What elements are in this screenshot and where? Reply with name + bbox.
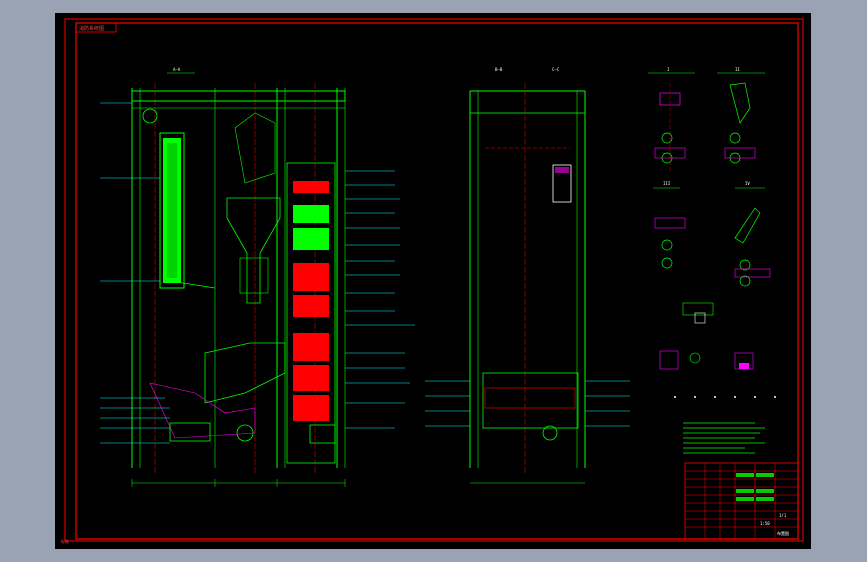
corner-tag: 标准 [61,538,69,544]
side-elevation-view: B—B C—C [425,67,630,484]
view-title-a: A—A [173,67,181,72]
title-block-scale: 1:50 [760,521,770,526]
economizer-bank [293,228,329,250]
boiler-general-arrangement-drawing: 消防系统图 标准 A—A [61,18,804,544]
detail-label-1: I [667,67,670,72]
view-title-c: C—C [552,67,560,72]
title-block-drawing-number: 布置图 [777,530,789,536]
air-preheater-bank-1 [293,333,329,361]
detail-label-3: III [663,181,671,186]
detail-views: I II III IV [648,67,776,454]
cad-viewport[interactable]: 消防系统图 标准 A—A [55,13,811,549]
detail-label-2: II [735,67,740,72]
sheet-border-inner [75,22,799,540]
superheater-bank-1 [293,181,329,193]
sheet-tag: 消防系统图 [79,25,104,32]
air-preheater-bank-2 [293,395,329,421]
title-block: 1:50 1/1 布置图 [684,462,799,540]
view-title-b: B—B [495,67,503,72]
title-block-sheet: 1/1 [779,513,787,518]
sheet-border-outer [64,18,804,542]
side-opening [552,164,572,203]
detail-label-4: IV [745,181,750,186]
main-elevation-view: A—A [100,67,415,487]
sheet-tag-box [75,22,117,33]
